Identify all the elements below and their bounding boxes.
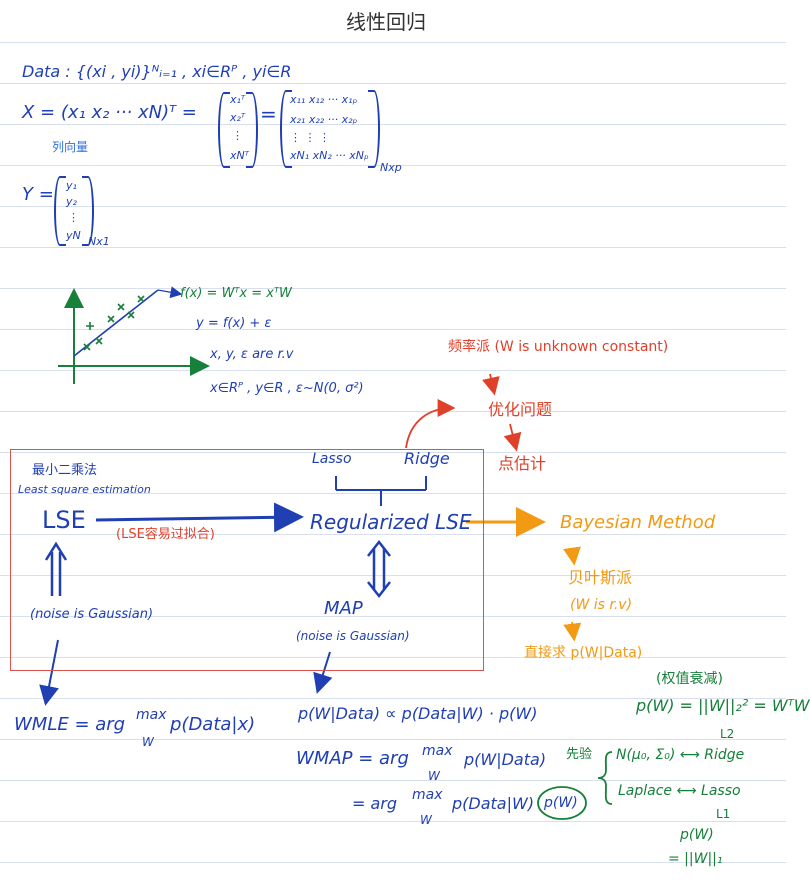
posterior-proportionality: p(W|Data) ∝ p(Data|W) · p(W) xyxy=(298,704,538,723)
bayesian-method: Bayesian Method xyxy=(560,512,716,533)
frequentist-school: 频率派 (W is unknown constant) xyxy=(448,339,669,355)
page-title: 线性回归 xyxy=(346,10,426,34)
wmap-argmax-sub: W xyxy=(428,769,440,783)
x-matrix-dimension: Nxp xyxy=(380,161,402,174)
x-full-matrix: x₁₁ x₁₂ ··· x₁ₚ x₂₁ x₂₂ ··· x₂ₚ ⋮ ⋮ ⋮ xN… xyxy=(280,90,380,168)
model-equation: y = f(x) + ε xyxy=(196,316,272,331)
x-definition-lhs: X = (x₁ x₂ ··· xN)ᵀ = xyxy=(22,102,197,123)
overfitting-note: (LSE容易过拟合) xyxy=(116,527,215,542)
mle-argmax-sub: W xyxy=(142,735,154,749)
regression-sketch xyxy=(39,286,613,820)
wmap2-likelihood: p(Data|W) xyxy=(452,794,535,813)
gaussian-ridge: N(μ₀, Σ₀) ⟷ Ridge xyxy=(616,747,745,763)
wmap-rhs: p(W|Data) xyxy=(464,750,547,769)
bayesian-school: 贝叶斯派 xyxy=(568,568,633,587)
ridge-to-optimization-arrow xyxy=(405,399,456,449)
lse-label: LSE xyxy=(42,506,86,534)
prior-circle xyxy=(537,786,587,820)
column-vector-note: 列向量 xyxy=(52,140,89,154)
regularized-map-equivalence-arrow xyxy=(367,539,391,599)
lasso-label: Lasso xyxy=(312,451,352,467)
data-points xyxy=(83,295,145,351)
direct-posterior: 直接求 p(W|Data) xyxy=(524,645,643,661)
lse-noise-note: (noise is Gaussian) xyxy=(30,607,154,622)
wmap-lhs: WMAP = arg xyxy=(296,748,409,769)
map-label: MAP xyxy=(324,598,363,619)
least-squares-chinese: 最小二乘法 xyxy=(32,463,98,478)
lasso-ridge-bracket xyxy=(335,476,427,506)
l1-prior-pw: p(W) xyxy=(680,827,714,843)
random-variables-note: x, y, ε are r.v xyxy=(210,347,294,362)
model-function: f(x) = Wᵀx = xᵀW xyxy=(180,286,292,301)
map-noise-note: (noise is Gaussian) xyxy=(296,629,410,643)
map-to-posterior-arrow xyxy=(313,651,333,694)
y-vector-dimension: Nx1 xyxy=(88,235,110,248)
lse-noise-arrow xyxy=(44,541,68,596)
data-definition: Data : {(xi , yi)}ᴺᵢ₌₁ , xi∈Rᴾ , yi∈R xyxy=(22,62,292,81)
domain-note: x∈Rᴾ , y∈R , ε~N(0, σ²) xyxy=(210,381,364,396)
laplace-lasso: Laplace ⟷ Lasso xyxy=(618,783,741,799)
prior-brace xyxy=(597,751,613,805)
w-random-variable: (W is r.v) xyxy=(570,597,633,613)
l1-prior-norm: = ||W||₁ xyxy=(668,851,723,867)
lse-to-regularized-arrow xyxy=(95,502,304,533)
least-squares-english: Least square estimation xyxy=(18,483,151,496)
y-vector: y₁ y₂ ⋮ yN xyxy=(54,176,94,246)
y-definition-lhs: Y = xyxy=(22,184,54,205)
frequentist-region-box xyxy=(10,449,484,671)
wmap2-argmax-sub: W xyxy=(420,813,432,827)
wmap2-prior: p(W) xyxy=(544,795,578,811)
mle-max: max xyxy=(136,707,167,723)
wmap-max: max xyxy=(422,743,453,759)
weight-decay-note: (权值衰减) xyxy=(656,671,723,687)
l1-label: L1 xyxy=(716,807,731,821)
prior-label: 先验 xyxy=(566,747,593,762)
mle-rhs: p(Data|x) xyxy=(170,714,256,735)
l2-label: L2 xyxy=(720,727,735,741)
mle-lhs: WMLE = arg xyxy=(14,714,126,735)
noise-to-mle-arrow xyxy=(39,639,59,706)
wmap2-max: max xyxy=(412,787,443,803)
l2-prior-equation: p(W) = ||W||₂² = WᵀW xyxy=(636,696,810,715)
ridge-label: Ridge xyxy=(404,449,450,468)
x-transpose-vector: x₁ᵀ x₂ᵀ ⋮ xNᵀ xyxy=(218,92,258,168)
regularized-lse-label: Regularized LSE xyxy=(310,510,472,534)
point-estimate: 点估计 xyxy=(498,454,547,473)
wmap2-lhs: = arg xyxy=(352,794,398,813)
optimization-problem: 优化问题 xyxy=(488,400,553,419)
